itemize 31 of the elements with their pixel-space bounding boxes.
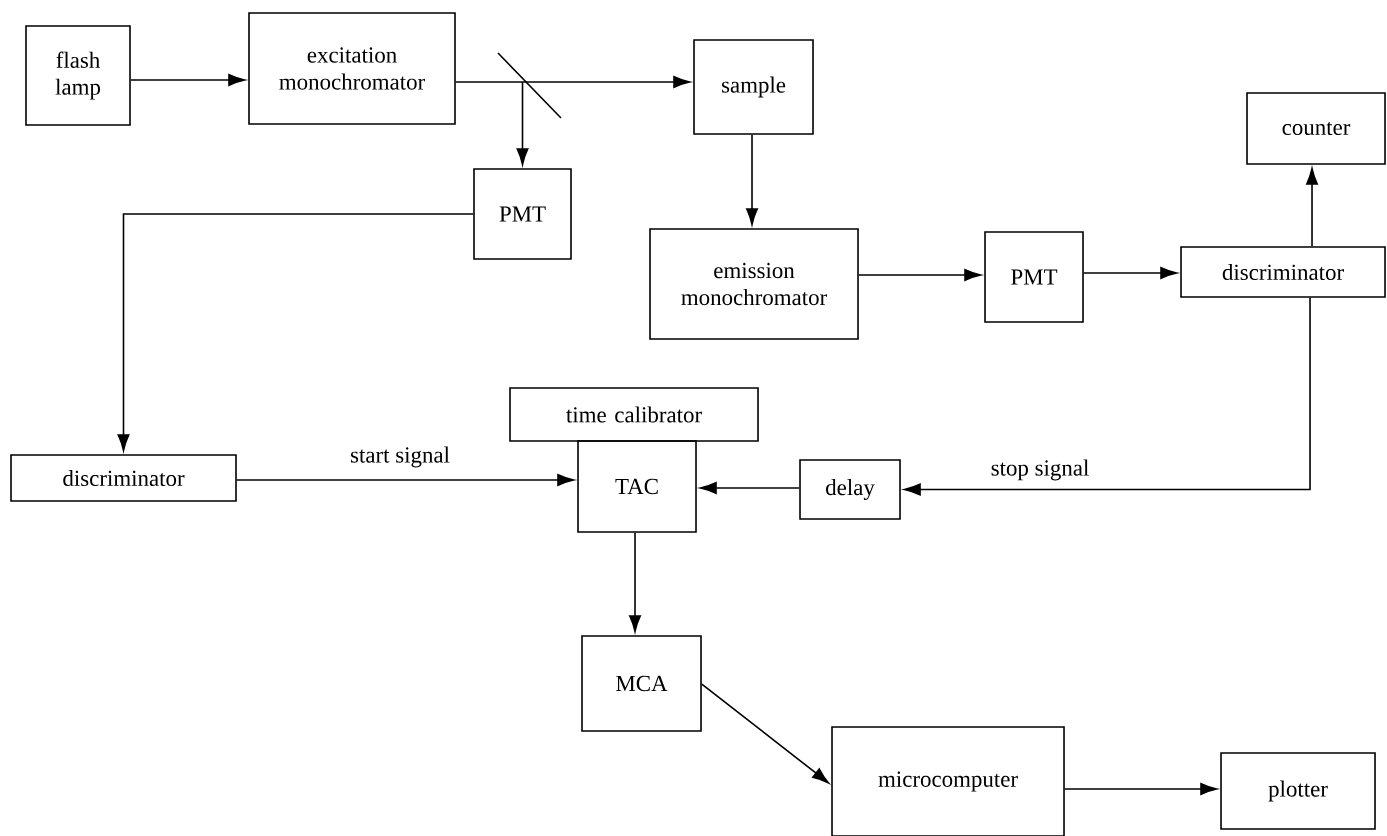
arrow	[130, 74, 246, 86]
arrow	[236, 474, 575, 486]
arrow	[858, 269, 982, 281]
instrument-box: sample	[693, 39, 814, 135]
instrument-box: time calibrator	[509, 387, 759, 442]
instrument-box: plotter	[1220, 752, 1376, 830]
instrument-box: counter	[1246, 92, 1386, 165]
arrow	[629, 532, 641, 633]
instrument-box: PMT	[984, 231, 1084, 323]
instrument-box: excitation monochromator	[248, 12, 456, 125]
instrument-box: delay	[799, 459, 901, 520]
arrow	[516, 81, 529, 166]
instrument-box: discriminator	[1180, 246, 1386, 298]
instrument-box: emission monochromator	[649, 228, 859, 340]
instrument-box: TAC	[577, 440, 697, 533]
edge-label: start signal	[349, 445, 451, 469]
instrument-box: discriminator	[10, 454, 237, 502]
arrow	[1083, 267, 1178, 279]
instrument-box: microcomputer	[831, 726, 1065, 836]
arrow	[746, 134, 758, 226]
arrow	[701, 683, 830, 784]
arrow	[117, 213, 474, 452]
instrument-box: flash lamp	[25, 25, 131, 126]
arrow	[1306, 167, 1318, 247]
instrument-box: MCA	[581, 635, 702, 732]
arrow	[903, 297, 1311, 496]
arrow	[455, 76, 691, 88]
arrow	[699, 482, 800, 494]
edge-label: stop signal	[989, 458, 1091, 482]
instrument-box: PMT	[473, 168, 572, 260]
arrow	[1064, 783, 1218, 795]
